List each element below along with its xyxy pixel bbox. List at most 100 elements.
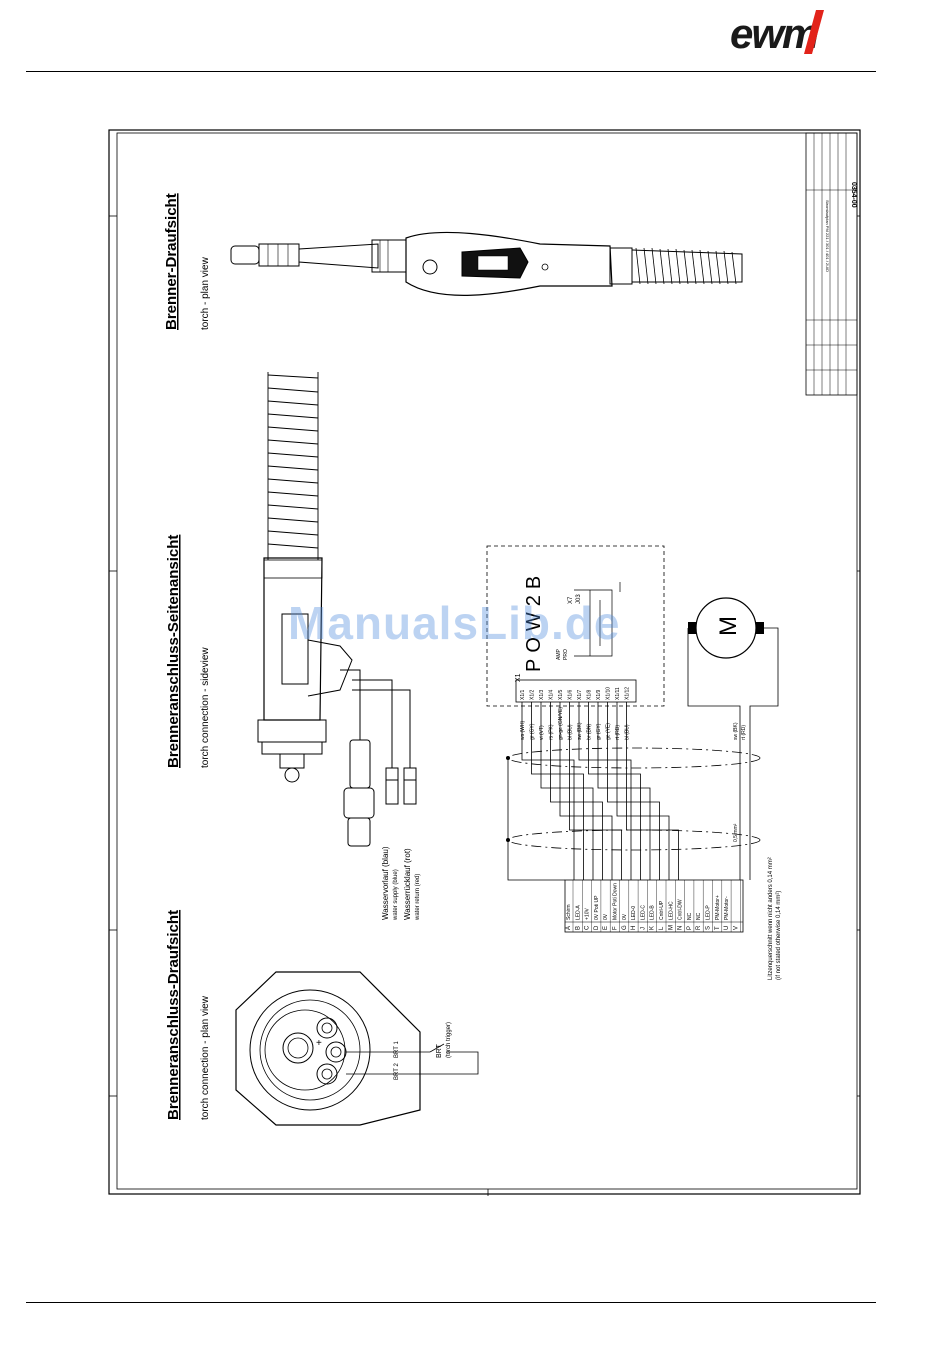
table-letter: R	[696, 925, 702, 930]
harness-wire	[540, 702, 594, 880]
harness-wire	[616, 702, 670, 880]
torch-plan-title-en: torch - plan view	[200, 256, 211, 330]
water-hoses	[340, 669, 417, 847]
pcb-name: POW2B	[523, 570, 545, 672]
logo-text: ewm	[730, 10, 818, 54]
harness-wire	[521, 702, 575, 880]
table-letter: U	[724, 926, 730, 930]
pcb-pin-label: X1/3	[539, 689, 545, 700]
table-function: NC	[696, 912, 702, 920]
pcb-pin-label: X1/8	[587, 689, 593, 700]
pcb-pin-label: X1/5	[558, 689, 564, 700]
pcb-pin-label: X1/4	[549, 689, 555, 700]
table-function: PM-Motor-	[724, 896, 730, 920]
pcb-pin-label: X1/11	[615, 687, 621, 700]
harness-wire	[531, 702, 584, 880]
pcb-wire-color: gn-ge (GN/YE)	[558, 707, 564, 740]
table-function: 0V Poti UP	[594, 895, 600, 920]
table-letter: K	[650, 926, 656, 930]
pcb-x7: X7	[568, 596, 574, 604]
harness-wire	[578, 702, 632, 880]
pcb-pin-label: X1/2	[530, 689, 536, 700]
water-return-de: Wasserrücklauf (rot)	[403, 848, 412, 920]
pcb-wire-color: ws (WH)	[520, 721, 526, 740]
harness-wires	[521, 702, 679, 880]
pcb-wire-color: rs (PK)	[549, 724, 555, 740]
logo-slash	[804, 10, 824, 54]
pcb-wire-color: ge (YE)	[606, 723, 612, 740]
table-function: LED-B	[650, 905, 656, 920]
table-note-en: (if not stated otherwise 0,14 mm²)	[776, 891, 782, 980]
motor: M sw (BK) rt (RD) 0,5 mm²	[687, 597, 779, 880]
motor-symbol: M	[715, 616, 742, 636]
brt-switch	[346, 1043, 479, 1075]
table-letter: P	[687, 926, 693, 930]
motor-wire2: rt (RD)	[741, 725, 747, 740]
harness-wire	[550, 702, 603, 880]
table-function: Cntrl-DW	[678, 899, 684, 920]
pcb-wire-color: rt (RD)	[615, 725, 621, 740]
table-function: Motor Poti Down	[613, 883, 619, 920]
conn-plan-title-de: Brenneranschluss-Draufsicht	[165, 910, 182, 1120]
table-function: 0V	[603, 913, 609, 920]
shield-bottom	[507, 829, 761, 851]
table-letter: G	[622, 925, 628, 930]
table-letter: M	[668, 925, 674, 930]
shield-top	[507, 747, 761, 769]
torch-spring	[635, 247, 737, 285]
pcb-wire-color: vi (VT)	[539, 725, 545, 740]
table-function: LED-HC	[668, 901, 674, 920]
table-function: Schirm	[566, 904, 572, 920]
doc-number: 0354-00	[850, 182, 857, 208]
pcb-pin-label: X1/1	[520, 689, 526, 700]
header-rule	[26, 71, 876, 72]
pcb-wire-color: sw (BK)	[577, 722, 583, 740]
table-function: +10V	[585, 908, 591, 920]
pcb-pro: PRO	[563, 649, 569, 660]
connection-side-view: Brenneranschluss-Seitenansicht torch con…	[165, 372, 421, 921]
table-function: 0V	[622, 913, 628, 920]
brt-label: BRT	[436, 1043, 443, 1058]
torch-plan-title-de: Brenner-Draufsicht	[163, 193, 180, 330]
harness-wire	[597, 702, 651, 880]
pow2b-board: POW2B X1 X7 J03 AMP PRO	[486, 545, 665, 707]
footer-rule	[26, 1302, 876, 1303]
pcb-pin-label: X1/12	[625, 687, 631, 700]
inner-frame	[116, 132, 858, 1190]
table-letter: F	[613, 926, 619, 930]
pcb-amp: AMP	[556, 649, 562, 661]
table-function: NC	[687, 912, 693, 920]
table-function: PM-Motor+	[715, 895, 721, 920]
table-letter: C	[585, 925, 591, 930]
pcb-wire-labels: ws (WH)gr (GY)vi (VT)rs (PK)gn-ge (GN/YE…	[520, 707, 631, 740]
table-function: LED-A	[575, 905, 581, 920]
torch-plan-view: Brenner-Draufsicht torch - plan view	[163, 193, 743, 330]
table-letter: D	[594, 925, 600, 930]
pcb-pin-label: X1/7	[577, 689, 583, 700]
pcb-wire-color: bl (BU)	[568, 724, 574, 740]
table-letter: J	[640, 927, 646, 930]
table-letter: L	[659, 926, 665, 930]
pin-brt2: BRT 2	[394, 1063, 400, 1080]
side-title-de: Brenneranschluss-Seitenansicht	[165, 535, 182, 768]
side-title-en: torch connection - sideview	[200, 647, 211, 768]
table-letter: N	[678, 926, 684, 930]
connector-table	[564, 879, 744, 933]
table-letter: S	[706, 926, 712, 930]
harness-wire	[588, 702, 641, 880]
table-function: LED-0	[631, 906, 637, 920]
title-block: 0354-00 Stromlaufplan PM 221 / 301 / 401…	[805, 132, 858, 396]
water-supply-de: Wasservorlauf (blau)	[381, 846, 390, 920]
frame-ticks	[109, 215, 860, 1196]
watermark: ManualsLib.de	[288, 597, 621, 649]
pcb-pin-label: X1/10	[606, 687, 612, 700]
connector-octagon	[235, 971, 421, 1126]
connection-plan-view: Brenneranschluss-Draufsicht torch connec…	[165, 910, 479, 1126]
harness-wire	[626, 702, 679, 880]
table-function: Cntrl-UP	[659, 900, 665, 920]
table-function: LED-P	[706, 905, 712, 920]
outer-frame	[108, 129, 861, 1195]
